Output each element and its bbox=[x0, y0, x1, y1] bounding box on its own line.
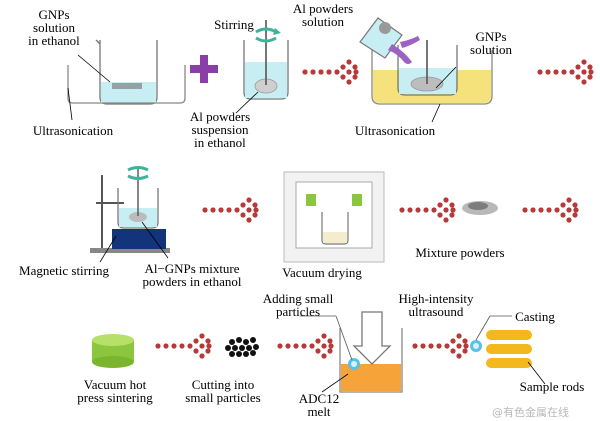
bath-mixing bbox=[371, 40, 493, 105]
label-stirring: Stirring bbox=[214, 17, 254, 32]
pointer-gnps-solution bbox=[435, 66, 457, 89]
magnetic-stirrer bbox=[90, 166, 170, 253]
flow-arrow-3 bbox=[202, 197, 259, 223]
ultrasonic-bath-1 bbox=[67, 65, 186, 104]
label-ultrasonication-2: Ultrasonication bbox=[354, 123, 436, 138]
vacuum-oven bbox=[283, 171, 385, 263]
pointer-magnetic bbox=[99, 235, 117, 263]
flow-arrow-5 bbox=[522, 197, 579, 223]
casting-spot bbox=[470, 315, 512, 352]
small-particles bbox=[225, 337, 259, 357]
watermark: @有色金属在线 bbox=[492, 406, 569, 419]
beaker-al-suspension bbox=[243, 20, 289, 100]
flow-arrow-4 bbox=[399, 197, 456, 223]
crucible bbox=[339, 311, 403, 393]
flow-arrow-8 bbox=[412, 333, 469, 359]
flow-arrow-2 bbox=[537, 59, 594, 85]
flow-arrow-1 bbox=[302, 59, 359, 85]
label-ultrasonication-1: Ultrasonication bbox=[32, 123, 114, 138]
flow-arrow-7 bbox=[277, 333, 334, 359]
label-mixture-powders: Mixture powders bbox=[415, 245, 505, 260]
sample-rods bbox=[486, 330, 532, 368]
mixture-powders-pile bbox=[462, 201, 498, 215]
pouring-cup bbox=[359, 17, 420, 64]
plus-icon bbox=[190, 55, 218, 83]
sintered-cylinder bbox=[92, 334, 134, 368]
pointer-ultrasonication-2 bbox=[431, 103, 441, 123]
pointer-al-suspension bbox=[235, 91, 259, 114]
flow-arrow-6 bbox=[155, 333, 212, 359]
label-sample-rods: Sample rods bbox=[519, 379, 585, 394]
pointer-sample-rods bbox=[527, 361, 546, 385]
label-vacuum-drying: Vacuum drying bbox=[282, 265, 362, 280]
pointer-gnps bbox=[77, 54, 111, 83]
pointer-mixture-ethanol bbox=[141, 221, 169, 259]
beaker-gnps-ethanol bbox=[95, 39, 158, 105]
pointer-ultrasonication-1 bbox=[67, 87, 73, 121]
pointer-adc12 bbox=[321, 373, 349, 393]
label-casting: Casting bbox=[515, 309, 555, 324]
label-magnetic-stirring: Magnetic stirring bbox=[19, 263, 109, 278]
adding-pointer bbox=[335, 315, 353, 361]
